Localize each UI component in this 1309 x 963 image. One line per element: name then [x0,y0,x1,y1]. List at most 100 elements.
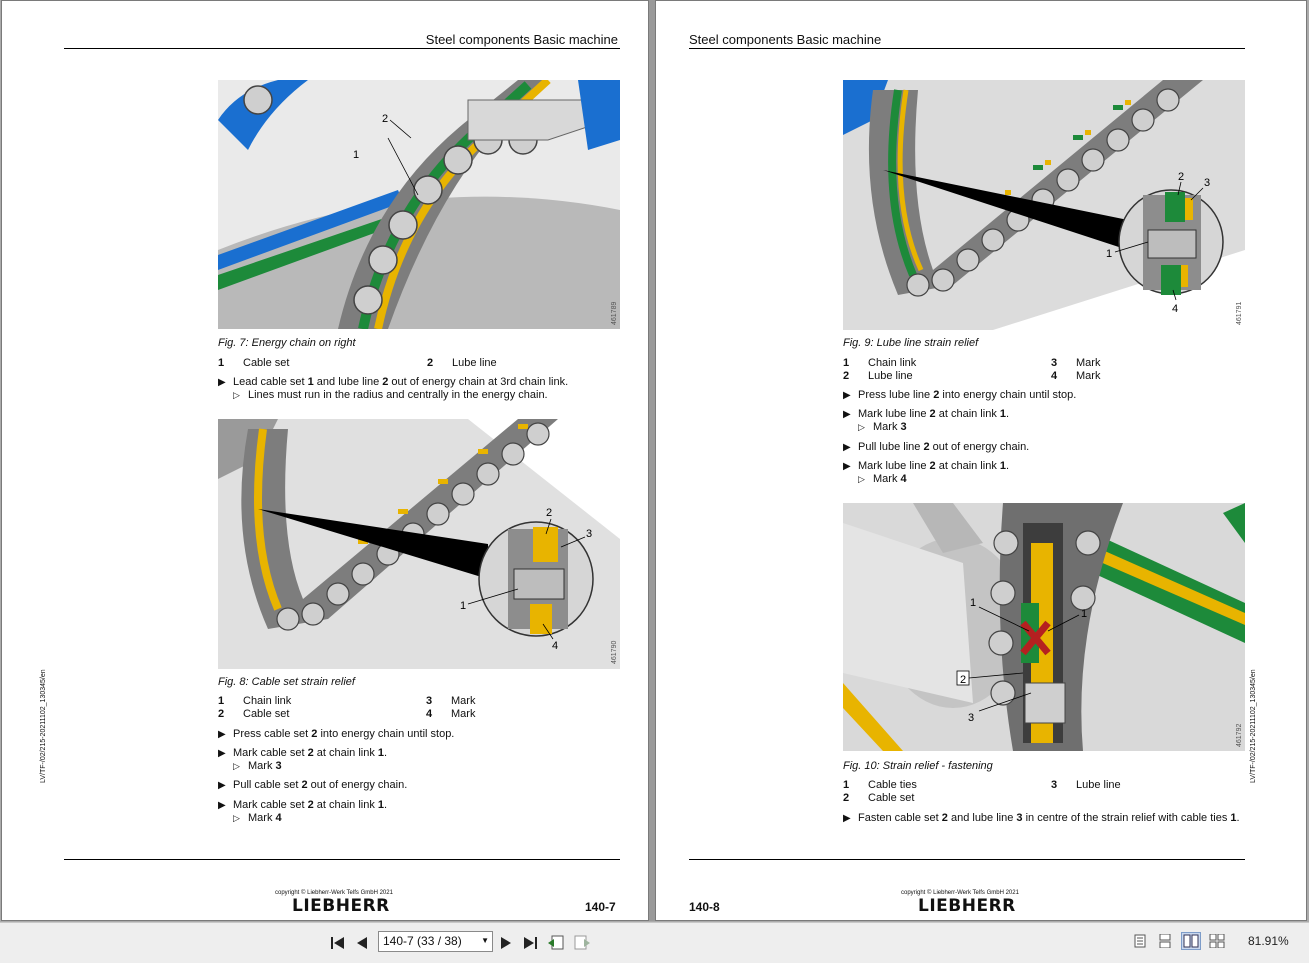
page-number: 140-7 [585,900,616,914]
instruction-result: ▷Mark 4 [858,473,907,485]
step-arrow-icon: ▶ [218,748,226,759]
last-page-icon[interactable] [520,933,540,953]
image-number: 461790 [611,640,618,664]
svg-text:1: 1 [1081,608,1087,620]
instruction-result: ▷Lines must run in the radius and centra… [233,389,548,401]
result-arrow-icon: ▷ [233,813,240,823]
page-number-dropdown[interactable]: 140-7 (33 / 38) ▼ [378,931,493,952]
copyright: copyright © Liebherr-Werk Telfs GmbH 202… [275,890,393,896]
page-gutter [649,0,655,921]
instruction-step: ▶Mark cable set 2 at chain link 1. [218,799,388,811]
header-rule [64,48,620,49]
instruction-step: ▶Lead cable set 1 and lube line 2 out of… [218,376,569,388]
document-code: LV/TF-/02/215-20211102_130345/en [40,669,47,783]
page-indicator: 140-7 (33 / 38) [383,934,462,948]
instruction-step: ▶Press lube line 2 into energy chain unt… [843,389,1077,401]
view-previous-icon[interactable] [546,933,566,953]
image-number: 461792 [1236,723,1243,747]
step-arrow-icon: ▶ [843,442,851,453]
step-arrow-icon: ▶ [843,390,851,401]
two-page-continuous-icon[interactable] [1207,932,1227,950]
view-next-icon[interactable] [572,933,592,953]
figure-caption: Fig. 10: Strain relief - fastening [843,760,993,772]
image-number: 461791 [1236,301,1243,325]
page-header: Steel components Basic machine [425,32,618,47]
step-arrow-icon: ▶ [843,461,851,472]
instruction-step: ▶Mark cable set 2 at chain link 1. [218,747,388,759]
result-arrow-icon: ▷ [858,422,865,432]
step-arrow-icon: ▶ [218,800,226,811]
callout-1: 1 [353,149,359,161]
instruction-step: ▶Mark lube line 2 at chain link 1. [843,460,1010,472]
next-page-icon[interactable] [496,933,516,953]
figure-lube-line-strain-relief: 1 2 3 4 461791 [843,80,1245,330]
svg-text:1: 1 [460,600,466,612]
header-rule [689,48,1245,49]
instruction-step: ▶Mark lube line 2 at chain link 1. [843,408,1010,420]
svg-text:2: 2 [546,507,552,519]
first-page-icon[interactable] [328,933,348,953]
result-arrow-icon: ▷ [233,390,240,400]
viewer-toolbar [0,922,1309,963]
copyright: copyright © Liebherr-Werk Telfs GmbH 202… [901,890,1019,896]
two-page-icon[interactable] [1181,932,1201,950]
instruction-result: ▷Mark 4 [233,812,282,824]
instruction-step: ▶Pull lube line 2 out of energy chain. [843,441,1030,453]
instruction-step: ▶Pull cable set 2 out of energy chain. [218,779,408,791]
svg-text:3: 3 [1204,177,1210,189]
svg-text:2: 2 [1178,171,1184,183]
footer-rule [689,859,1245,860]
instruction-result: ▷Mark 3 [858,421,907,433]
figure-caption: Fig. 8: Cable set strain relief [218,676,355,688]
zoom-level[interactable]: 81.91% [1248,934,1289,948]
figure-cable-set-strain-relief: 1 2 3 4 461790 [218,419,620,669]
chevron-down-icon: ▼ [481,936,489,945]
step-arrow-icon: ▶ [218,377,226,388]
document-page-left: Steel components Basic machine 1 2 4617 [1,0,649,921]
single-page-icon[interactable] [1130,932,1150,950]
svg-text:4: 4 [1172,303,1178,315]
instruction-step: ▶Fasten cable set 2 and lube line 3 in c… [843,812,1240,824]
document-code: LV/TF-/02/215-20211102_130345/en [1250,669,1257,783]
footer-rule [64,859,620,860]
figure-energy-chain-right: 1 2 461789 [218,80,620,329]
svg-text:3: 3 [586,528,592,540]
image-number: 461789 [611,301,618,325]
svg-text:1: 1 [1106,248,1112,260]
continuous-icon[interactable] [1155,932,1175,950]
result-arrow-icon: ▷ [858,474,865,484]
page-number: 140-8 [689,900,720,914]
figure-caption: Fig. 7: Energy chain on right [218,337,356,349]
step-arrow-icon: ▶ [843,813,851,824]
page-header: Steel components Basic machine [689,32,882,47]
instruction-step: ▶Press cable set 2 into energy chain unt… [218,728,455,740]
figure-strain-relief-fastening: 1 1 2 3 461792 [843,503,1245,751]
prev-page-icon[interactable] [352,933,372,953]
result-arrow-icon: ▷ [233,761,240,771]
liebherr-logo: LIEBHERR [918,896,1016,916]
callout-2: 2 [382,113,388,125]
liebherr-logo: LIEBHERR [292,896,390,916]
figure-caption: Fig. 9: Lube line strain relief [843,337,979,349]
document-page-right: Steel components Basic machine [655,0,1307,921]
svg-text:4: 4 [552,640,558,652]
svg-text:1: 1 [970,597,976,609]
svg-text:3: 3 [968,712,974,724]
step-arrow-icon: ▶ [218,780,226,791]
step-arrow-icon: ▶ [218,729,226,740]
svg-text:2: 2 [960,674,966,686]
step-arrow-icon: ▶ [843,409,851,420]
